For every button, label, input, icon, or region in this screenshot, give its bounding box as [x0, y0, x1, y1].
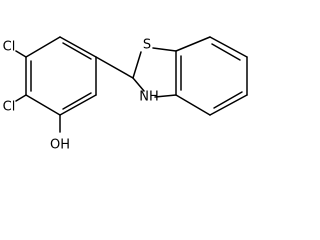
ring-bond-3	[59, 94, 97, 116]
ring-bond-4	[25, 94, 61, 116]
benzo-bond-5	[209, 36, 248, 58]
benzo-bond-6	[175, 36, 211, 52]
chemical-structure-drawing: Cl Cl OH S NH	[3, 36, 248, 153]
atom-label-cl-lower: Cl	[3, 100, 16, 115]
ring-double-bond-a	[62, 42, 92, 60]
ring-bond-1	[59, 36, 97, 58]
benzo-bond-3	[209, 94, 248, 116]
phenol-ring	[25, 36, 97, 116]
s-c7a-bond	[152, 47, 177, 52]
n-c3a-bond	[154, 94, 177, 98]
ring-bond-6	[25, 36, 61, 58]
atom-label-s: S	[143, 38, 151, 53]
benzo-double-bond-b	[213, 91, 243, 109]
ring-double-bond-b	[62, 92, 92, 110]
atom-label-nh: NH	[139, 90, 159, 105]
phenyl-to-c2-bond	[95, 56, 134, 79]
thiazoline-ring	[132, 47, 177, 98]
atom-label-oh: OH	[50, 138, 70, 153]
benzo-double-bond-c	[211, 43, 241, 61]
c2-s-bond	[132, 51, 142, 79]
cl-upper-bond	[15, 50, 27, 58]
benzo-ring	[175, 36, 248, 116]
atom-label-cl-upper: Cl	[3, 40, 16, 55]
c2-n-bond	[132, 77, 145, 92]
benzo-bond-2	[175, 94, 211, 116]
cl-lower-bond	[15, 94, 27, 102]
